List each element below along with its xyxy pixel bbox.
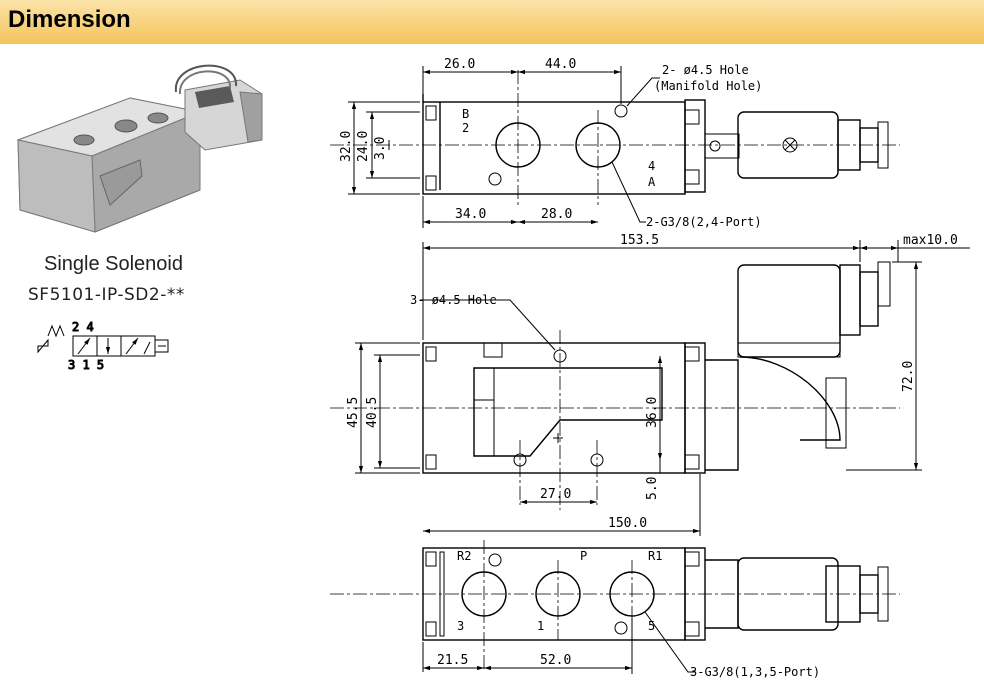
dim-max10: max10.0 xyxy=(903,233,958,248)
note-hole-3: 3- ø4.5 Hole xyxy=(410,293,497,307)
valve-photo xyxy=(16,64,263,233)
dim-52: 52.0 xyxy=(540,653,571,668)
label-b: B xyxy=(462,107,469,121)
dim-150: 150.0 xyxy=(608,516,647,531)
dim-24: 24.0 xyxy=(356,131,371,162)
dim-32: 32.0 xyxy=(339,131,354,162)
dim-36: 36.0 xyxy=(645,397,660,428)
bottom-view: R2 P R1 3 1 5 21.5 52.0 3-G3/8(1,3,5-Por… xyxy=(330,540,900,679)
label-r1: R1 xyxy=(648,549,662,563)
dim-153-5: 153.5 xyxy=(620,233,659,248)
label-3: 3 xyxy=(457,619,464,633)
dim-40-5: 40.5 xyxy=(365,397,380,428)
note-manifold-hole-2: (Manifold Hole) xyxy=(654,79,762,93)
label-5: 5 xyxy=(648,619,655,633)
front-view: 153.5 max10.0 72.0 45.5 40.5 36.0 5.0 27… xyxy=(330,233,970,536)
dim-3: 3.0 xyxy=(373,137,388,160)
label-1: 1 xyxy=(537,619,544,633)
product-caption: Single Solenoid xyxy=(44,253,183,275)
dim-26: 26.0 xyxy=(444,57,475,72)
note-port-2-4: 2-G3/8(2,4-Port) xyxy=(646,215,762,229)
dim-45-5: 45.5 xyxy=(346,397,361,428)
label-a: A xyxy=(648,175,656,189)
symbol-ports-bottom: 3 1 5 xyxy=(68,358,104,372)
dim-72: 72.0 xyxy=(901,361,916,392)
dim-5: 5.0 xyxy=(645,477,660,500)
dim-34: 34.0 xyxy=(455,207,486,222)
note-port-1-3-5: 3-G3/8(1,3,5-Port) xyxy=(690,665,820,679)
dim-27: 27.0 xyxy=(540,487,571,502)
dim-28: 28.0 xyxy=(541,207,572,222)
note-manifold-hole-1: 2- ø4.5 Hole xyxy=(662,63,749,77)
label-p: P xyxy=(580,549,587,563)
label-r2: R2 xyxy=(457,549,471,563)
model-number: SF5101-IP-SD2-** xyxy=(28,285,185,305)
page-title: Dimension xyxy=(8,6,131,33)
header-bar: Dimension xyxy=(0,0,984,44)
dim-21-5: 21.5 xyxy=(437,653,468,668)
top-view: 26.0 44.0 34.0 28.0 32.0 24.0 3.0 B 2 4 … xyxy=(330,57,900,229)
symbol-ports-top: 2 4 xyxy=(72,320,94,334)
label-4: 4 xyxy=(648,159,655,173)
pneumatic-symbol: 2 4 3 1 5 xyxy=(37,320,169,373)
dim-44: 44.0 xyxy=(545,57,576,72)
label-2: 2 xyxy=(462,121,469,135)
